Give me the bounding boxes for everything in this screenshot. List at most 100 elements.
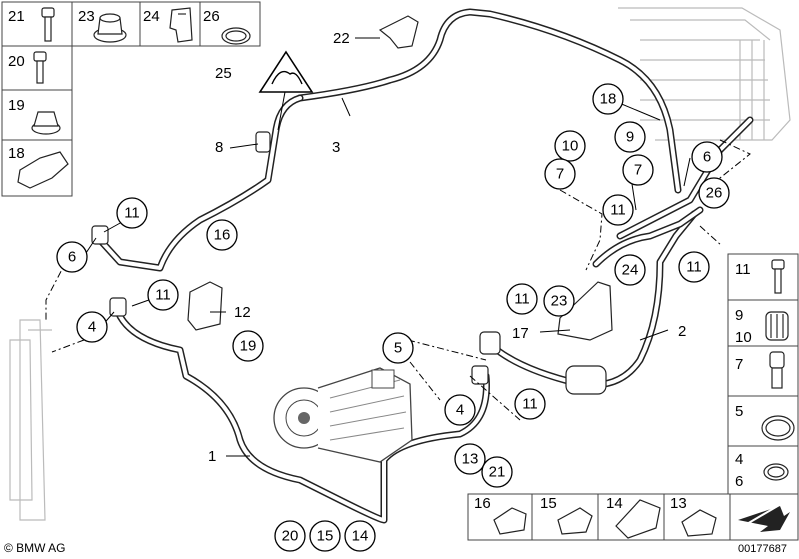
callout-11-mid-left: 11 bbox=[147, 279, 179, 311]
svg-text:18: 18 bbox=[600, 91, 617, 108]
callout-11-center: 11 bbox=[506, 283, 538, 315]
cap-9-10-part bbox=[765, 311, 789, 341]
valve-7-part bbox=[769, 351, 785, 389]
callout-23: 23 bbox=[543, 285, 575, 317]
label-4-r: 4 bbox=[735, 451, 743, 468]
svg-text:9: 9 bbox=[626, 129, 634, 146]
bracket-12-part bbox=[187, 281, 223, 331]
svg-text:20: 20 bbox=[282, 528, 299, 545]
label-20: 20 bbox=[8, 53, 25, 70]
oring-5-part bbox=[761, 415, 795, 441]
label-6-r: 6 bbox=[735, 473, 743, 490]
svg-text:26: 26 bbox=[706, 185, 723, 202]
callout-4b: 4 bbox=[444, 394, 476, 426]
copyright-text: © BMW AG bbox=[4, 541, 66, 555]
callout-11-top-left: 11 bbox=[116, 197, 148, 229]
oring-4-6-part bbox=[763, 463, 789, 481]
callout-24: 24 bbox=[614, 254, 646, 286]
label-7-r: 7 bbox=[735, 356, 743, 373]
leader-lines bbox=[83, 37, 691, 457]
bolt-20-part bbox=[33, 51, 47, 84]
svg-text:19: 19 bbox=[240, 338, 257, 355]
bracket-22-part bbox=[378, 15, 419, 49]
label-17: 17 bbox=[512, 325, 529, 342]
suction-hose-3 bbox=[296, 8, 682, 194]
label-22: 22 bbox=[333, 30, 350, 47]
label-16-b: 16 bbox=[474, 495, 491, 512]
label-15-b: 15 bbox=[540, 495, 557, 512]
svg-text:11: 11 bbox=[124, 205, 140, 222]
bottom-parts-panel bbox=[467, 493, 799, 541]
callout-16: 16 bbox=[206, 219, 238, 251]
label-25: 25 bbox=[215, 65, 232, 82]
oring-26-part bbox=[221, 27, 251, 45]
svg-text:11: 11 bbox=[522, 396, 538, 413]
hose-16 bbox=[96, 94, 304, 272]
svg-text:16: 16 bbox=[214, 227, 231, 244]
callout-6a: 6 bbox=[56, 241, 88, 273]
label-1: 1 bbox=[208, 448, 216, 465]
muffler-2 bbox=[565, 365, 607, 395]
callout-11-lower: 11 bbox=[514, 388, 546, 420]
svg-text:11: 11 bbox=[610, 202, 626, 219]
svg-text:11: 11 bbox=[514, 291, 530, 308]
bolt-11-part bbox=[771, 259, 785, 294]
callout-5: 5 bbox=[382, 332, 414, 364]
svg-text:5: 5 bbox=[394, 340, 402, 357]
svg-text:14: 14 bbox=[352, 528, 369, 545]
fitting-6-left bbox=[91, 225, 109, 245]
svg-text:21: 21 bbox=[489, 464, 506, 481]
left-parts-panel bbox=[1, 1, 261, 197]
label-19: 19 bbox=[8, 97, 25, 114]
svg-text:6: 6 bbox=[68, 249, 76, 266]
svg-text:15: 15 bbox=[317, 528, 334, 545]
svg-text:11: 11 bbox=[155, 287, 171, 304]
label-2: 2 bbox=[678, 323, 686, 340]
svg-text:7: 7 bbox=[556, 166, 564, 183]
label-12: 12 bbox=[234, 304, 251, 321]
callout-7a: 7 bbox=[544, 158, 576, 190]
svg-text:7: 7 bbox=[634, 162, 642, 179]
callout-15: 15 bbox=[309, 520, 341, 552]
callout-9: 9 bbox=[614, 121, 646, 153]
callout-19: 19 bbox=[232, 330, 264, 362]
label-24: 24 bbox=[143, 8, 160, 25]
fitting-11-center bbox=[479, 331, 501, 355]
svg-text:10: 10 bbox=[562, 138, 579, 155]
label-8: 8 bbox=[215, 139, 223, 156]
clip-18-part bbox=[17, 151, 69, 189]
clip-24-part bbox=[169, 7, 193, 43]
label-21: 21 bbox=[8, 8, 25, 25]
callout-20: 20 bbox=[274, 520, 306, 552]
label-18: 18 bbox=[8, 145, 25, 162]
clip-15-part bbox=[557, 507, 593, 535]
right-parts-panel bbox=[727, 253, 799, 495]
pressure-hose-2 bbox=[488, 210, 698, 389]
callout-10: 10 bbox=[554, 130, 586, 162]
clip-16-part bbox=[493, 507, 527, 535]
nut-23-part bbox=[93, 13, 127, 43]
callout-11-right: 11 bbox=[678, 251, 710, 283]
svg-text:4: 4 bbox=[456, 402, 464, 419]
svg-text:6: 6 bbox=[703, 149, 711, 166]
callout-6b: 6 bbox=[691, 141, 723, 173]
warning-label-icon bbox=[258, 50, 314, 93]
callout-11-mid: 11 bbox=[602, 194, 634, 226]
svg-text:4: 4 bbox=[88, 319, 96, 336]
label-11-r: 11 bbox=[735, 261, 751, 278]
label-10-r: 10 bbox=[735, 329, 752, 346]
hose-18-return bbox=[592, 116, 754, 268]
callout-26: 26 bbox=[698, 177, 730, 209]
callout-21: 21 bbox=[481, 456, 513, 488]
label-14-b: 14 bbox=[606, 495, 623, 512]
clip-14-part bbox=[615, 499, 661, 539]
svg-text:23: 23 bbox=[551, 293, 568, 310]
fitting-4-left bbox=[109, 297, 127, 317]
nut-19-part bbox=[31, 111, 61, 135]
callout-14: 14 bbox=[344, 520, 376, 552]
label-13-b: 13 bbox=[670, 495, 687, 512]
svg-text:24: 24 bbox=[622, 262, 639, 279]
drawing-id: 00177687 bbox=[738, 543, 787, 555]
label-23: 23 bbox=[78, 8, 95, 25]
